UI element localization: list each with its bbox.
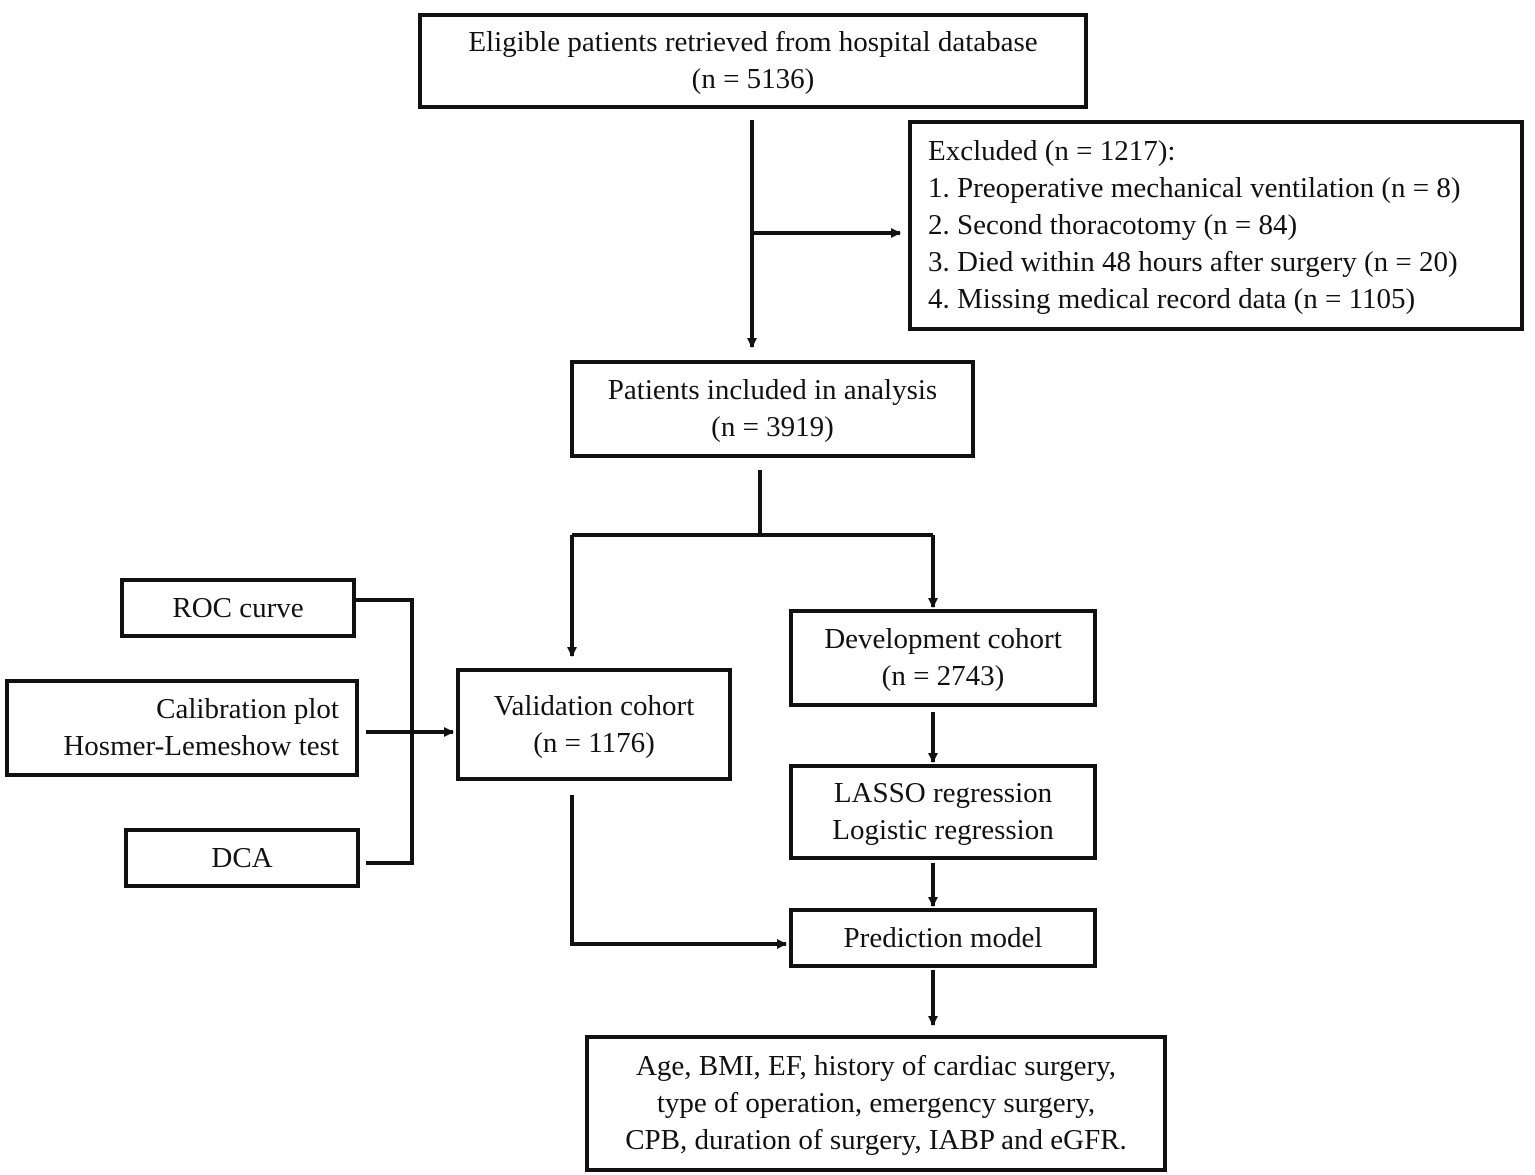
roc-curve-box: ROC curve xyxy=(120,578,356,638)
predictors-line-3: CPB, duration of surgery, IABP and eGFR. xyxy=(625,1124,1127,1156)
included-line-2: (n = 3919) xyxy=(711,411,834,443)
eligible-line-2: (n = 5136) xyxy=(691,63,815,95)
validation-to-prediction-connector xyxy=(570,795,787,949)
excluded-item: 4. Missing medical record data (n = 1105… xyxy=(928,283,1416,315)
dca-line: DCA xyxy=(211,841,273,874)
eligible-line-1: Eligible patients retrieved from hospita… xyxy=(468,26,1038,58)
excluded-item: 1. Preoperative mechanical ventilation (… xyxy=(928,172,1461,204)
regression-box: LASSO regression Logistic regression xyxy=(789,764,1097,860)
included-line-1: Patients included in analysis xyxy=(607,374,938,406)
prediction-model-box: Prediction model xyxy=(789,908,1097,968)
included-patients-box: Patients included in analysis (n = 3919) xyxy=(570,360,975,458)
predictors-box: Age, BMI, EF, history of cardiac surgery… xyxy=(585,1035,1167,1172)
excluded-item: 2. Second thoracotomy (n = 84) xyxy=(928,209,1298,241)
regression-line-2: Logistic regression xyxy=(832,814,1054,846)
predictors-line-2: type of operation, emergency surgery, xyxy=(656,1087,1096,1119)
calibration-line-1: Calibration plot xyxy=(156,693,339,725)
predictors-line-1: Age, BMI, EF, history of cardiac surgery… xyxy=(635,1050,1117,1082)
calibration-box: Calibration plot Hosmer-Lemeshow test xyxy=(5,679,359,777)
validation-line-2: (n = 1176) xyxy=(533,726,655,759)
development-cohort-box: Development cohort (n = 2743) xyxy=(789,609,1097,707)
excluded-item: 3. Died within 48 hours after surgery (n… xyxy=(928,246,1458,278)
development-line-2: (n = 2743) xyxy=(881,660,1005,692)
validation-line-1: Validation cohort xyxy=(493,689,695,722)
regression-line-1: LASSO regression xyxy=(833,777,1053,809)
roc-line: ROC curve xyxy=(172,591,304,624)
calibration-line-2: Hosmer-Lemeshow test xyxy=(63,730,339,762)
eligible-patients-box: Eligible patients retrieved from hospita… xyxy=(418,13,1088,109)
excluded-box: Excluded (n = 1217): 1. Preoperative mec… xyxy=(908,120,1524,331)
dca-box: DCA xyxy=(124,828,360,888)
development-line-1: Development cohort xyxy=(824,623,1062,655)
excluded-heading: Excluded (n = 1217): xyxy=(928,135,1176,167)
validation-cohort-box: Validation cohort (n = 1176) xyxy=(456,668,732,781)
prediction-line: Prediction model xyxy=(843,921,1043,954)
